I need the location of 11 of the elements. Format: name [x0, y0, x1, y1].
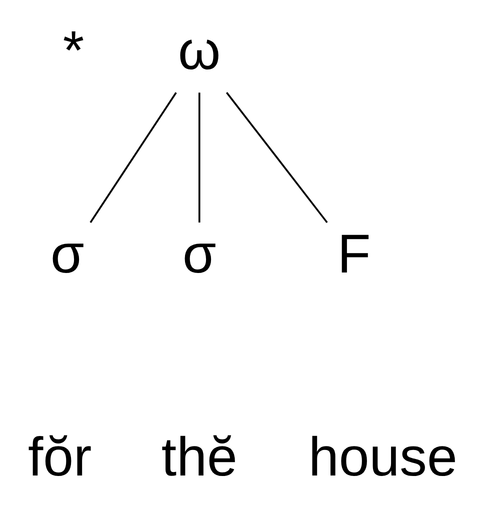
- node-text: σ: [50, 222, 84, 284]
- node-text: ω: [178, 20, 220, 81]
- connector: [225, 92, 328, 223]
- label: fŏr: [27, 426, 92, 488]
- node-text: F: [336, 222, 370, 284]
- label: *: [62, 20, 84, 81]
- label: house: [308, 426, 457, 488]
- connector: [89, 92, 176, 222]
- connector: [198, 92, 200, 222]
- node-text: σ: [182, 222, 216, 284]
- label: thĕ: [160, 426, 237, 488]
